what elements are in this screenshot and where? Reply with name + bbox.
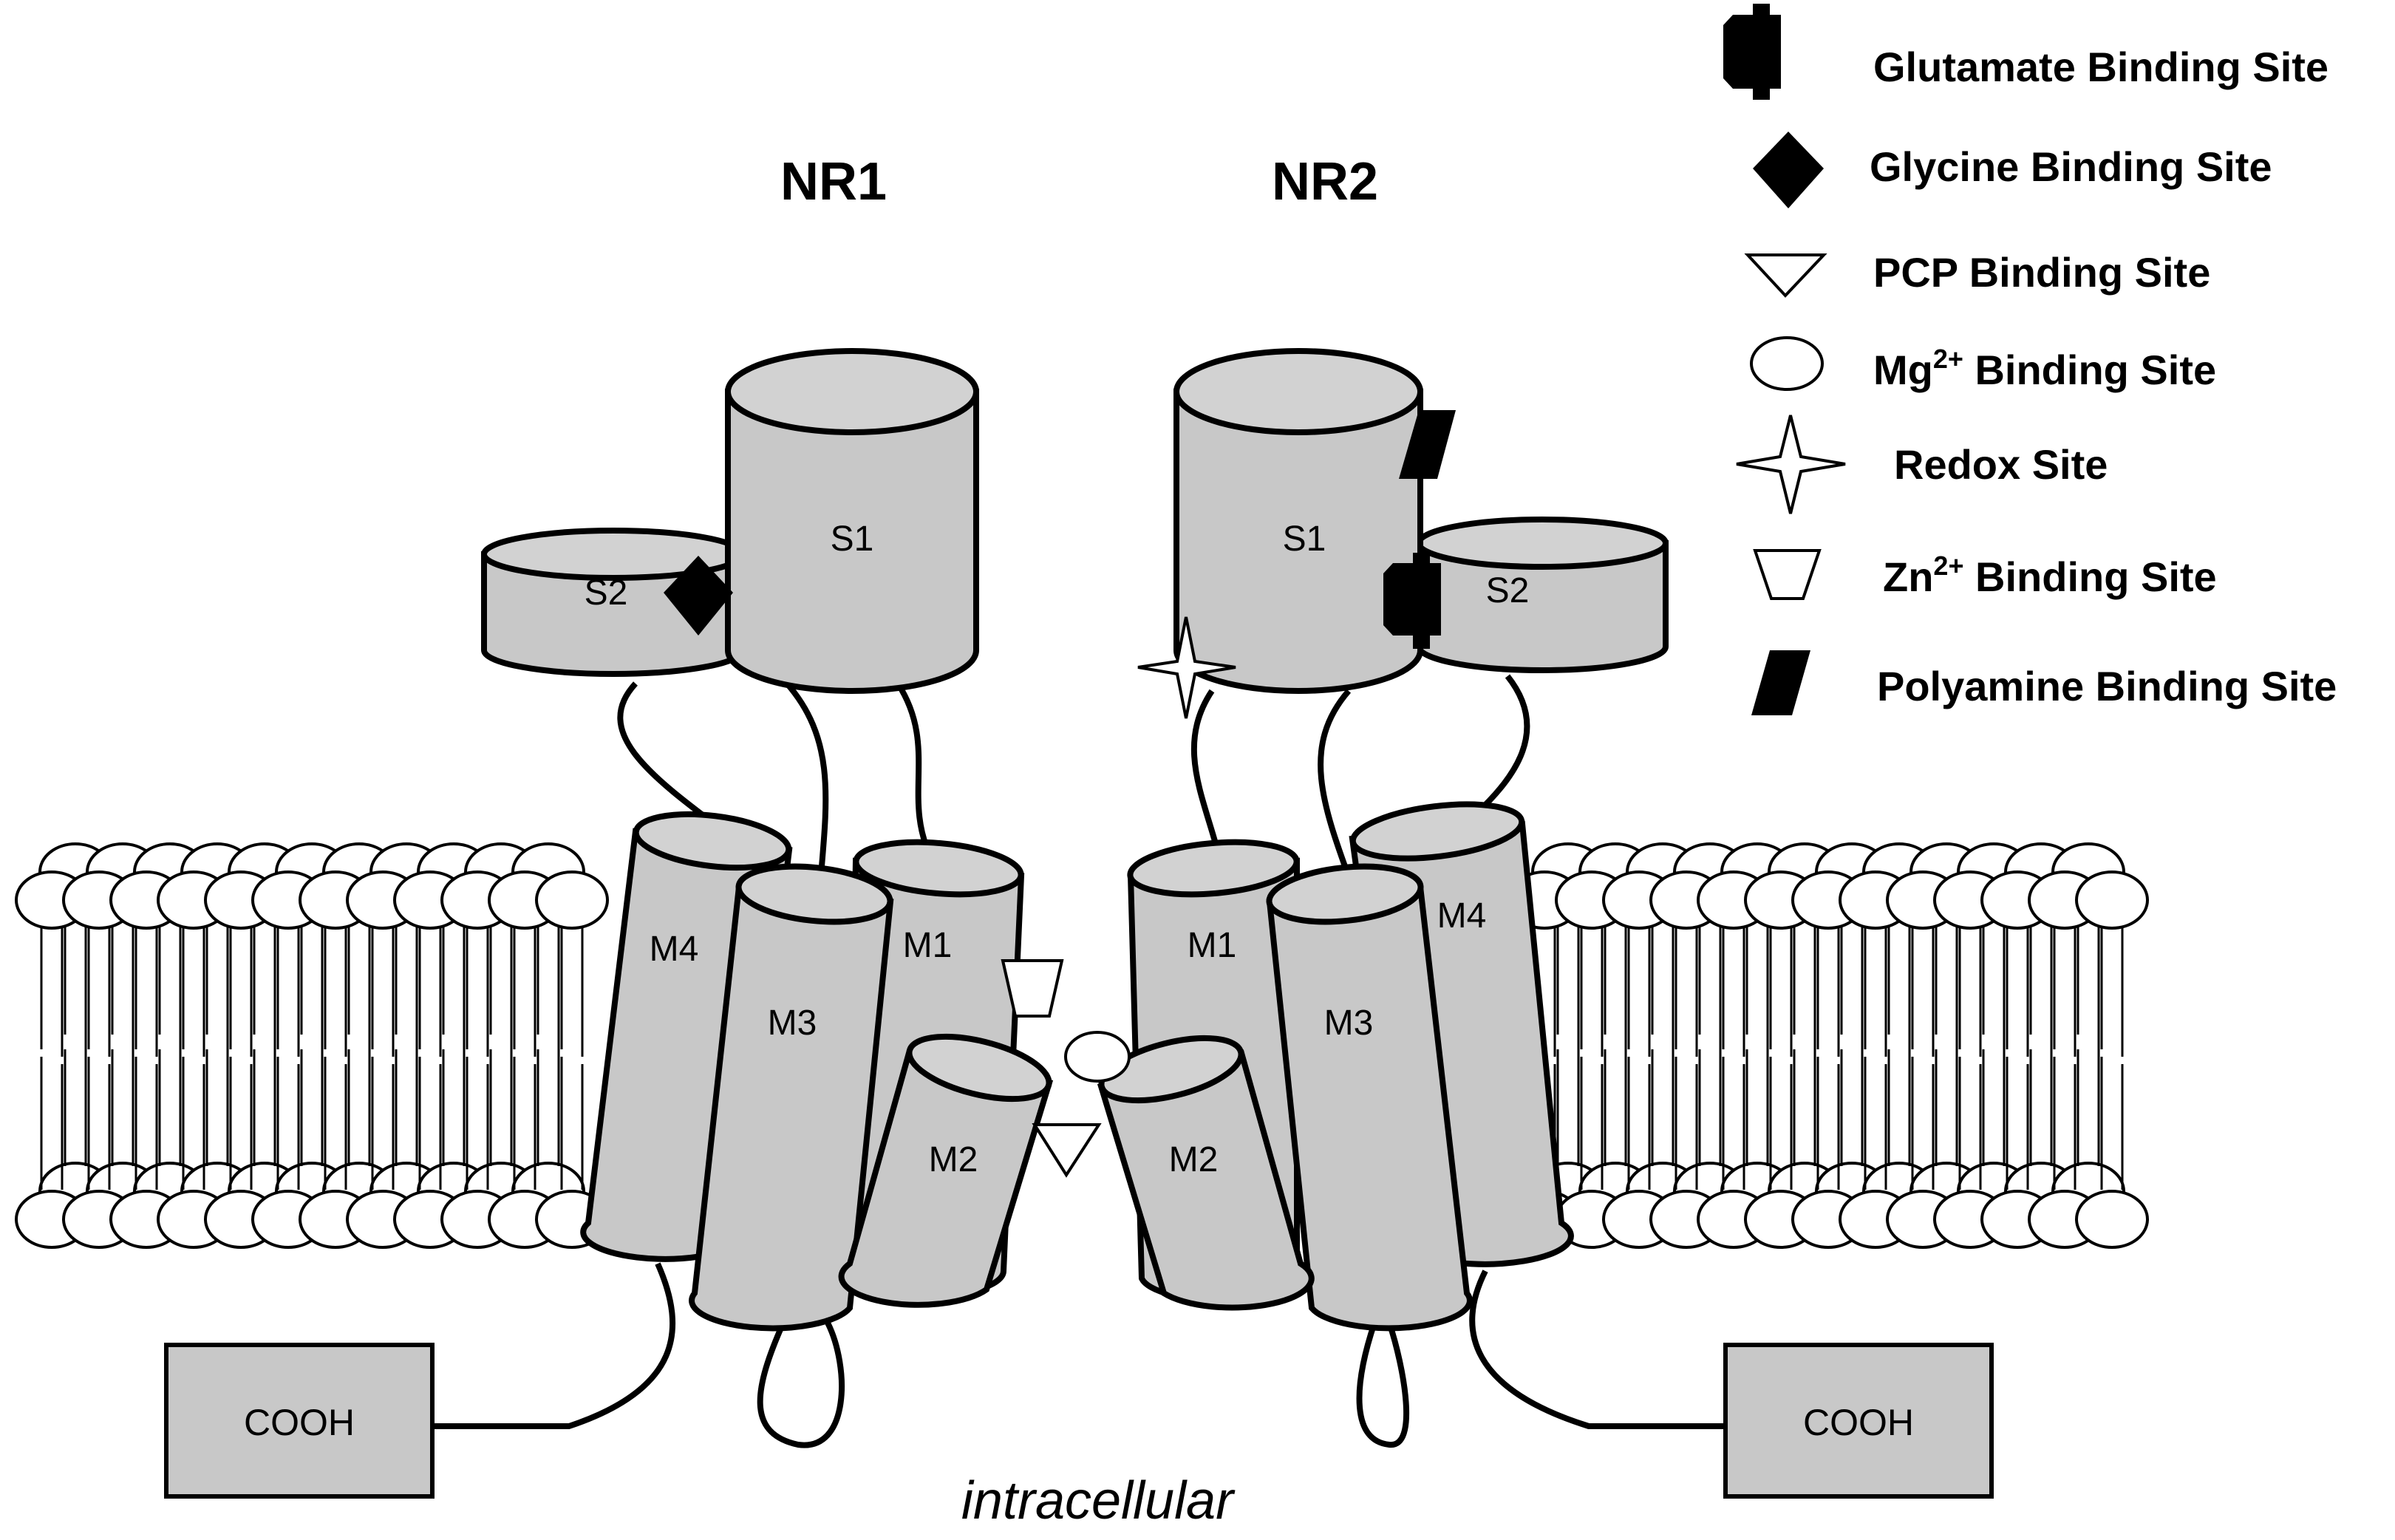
connecting-loops: [432, 674, 1725, 1448]
legend-glycine-label: Glycine Binding Site: [1870, 143, 2272, 190]
legend-glutamate-label: Glutamate Binding Site: [1873, 44, 2328, 90]
lipid-bilayer: [15, 842, 2149, 1249]
nr2-cooh-label: COOH: [1803, 1402, 1914, 1443]
glycine-site-icon: [664, 556, 733, 636]
nr1-m2-label: M2: [929, 1140, 978, 1179]
nr2-cooh-box: COOH: [1723, 1343, 1994, 1499]
legend-pcp-label: PCP Binding Site: [1873, 249, 2210, 296]
nr2-m3-label: M3: [1324, 1004, 1374, 1043]
nr1-m3-label: M3: [768, 1004, 817, 1043]
legend-polyamine-label: Polyamine Binding Site: [1877, 663, 2337, 709]
lipid-head: [2075, 870, 2149, 930]
nr2-s2-domain: S2: [1416, 517, 1669, 673]
nr2-m2-label: M2: [1169, 1140, 1219, 1179]
redox-site-icon: [1137, 616, 1236, 719]
glutamate-site-icon: [1383, 553, 1441, 649]
nr1-title: NR1: [780, 152, 887, 211]
nr1-m2-helix: M2: [838, 1033, 1054, 1308]
nr1-m3-helix: M3: [689, 863, 894, 1332]
nr1-s2-label: S2: [585, 573, 628, 613]
nr1-cooh-box: COOH: [164, 1343, 435, 1499]
mg-site-icon: [1064, 1031, 1131, 1083]
nr1-s1-label: S1: [831, 519, 874, 559]
nr2-m2-helix: M2: [1097, 1035, 1315, 1311]
legend-redox-icon: [1736, 415, 1846, 514]
polyamine-site-icon: [1399, 410, 1456, 479]
nr2-s2-label: S2: [1486, 571, 1530, 610]
legend-mg-icon: [1750, 336, 1824, 391]
nr2-m4-label: M4: [1437, 896, 1487, 936]
legend-pcp-icon: [1744, 253, 1827, 298]
legend-glycine-icon: [1753, 132, 1824, 208]
nr2-s1-domain: S1: [1173, 348, 1423, 694]
nr2-s1-label: S1: [1283, 519, 1326, 559]
nr1-s1-domain: S1: [725, 348, 979, 694]
lipid-head: [2075, 1190, 2149, 1249]
nr1-cooh-label: COOH: [244, 1402, 355, 1443]
legend-glutamate-icon: [1723, 4, 1781, 100]
legend: Glutamate Binding Site Glycine Binding S…: [1723, 4, 2337, 715]
intracellular-label: intracellular: [961, 1471, 1236, 1530]
nr2-title: NR2: [1272, 152, 1378, 211]
legend-polyamine-icon: [1751, 650, 1810, 715]
legend-mg-label: Mg2+ Binding Site: [1873, 344, 2216, 393]
legend-zn-label: Zn2+ Binding Site: [1883, 551, 2217, 600]
pcp-site-icon: [1032, 1123, 1102, 1178]
nr2-m3-helix: M3: [1266, 863, 1473, 1332]
nr2-m1-label: M1: [1188, 926, 1237, 965]
legend-zn-icon: [1753, 549, 1822, 600]
nr1-m4-label: M4: [650, 930, 699, 969]
legend-redox-label: Redox Site: [1894, 441, 2108, 488]
nr1-m1-label: M1: [903, 926, 953, 965]
lipid-head: [535, 870, 609, 930]
zn-site-icon: [1001, 959, 1064, 1018]
